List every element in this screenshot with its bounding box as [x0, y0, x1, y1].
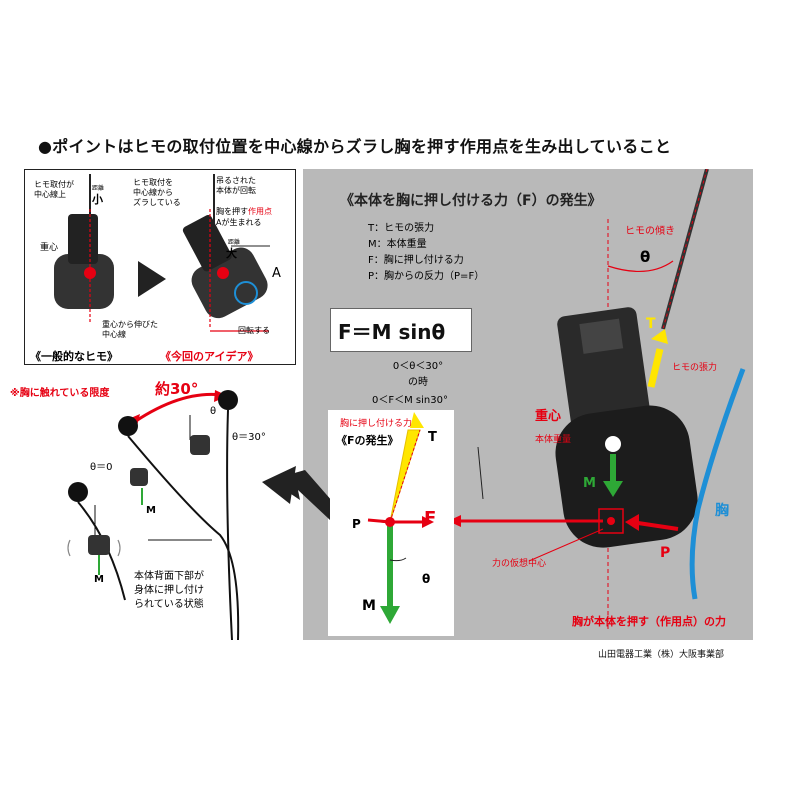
distance-label-normal: 距離	[92, 185, 105, 192]
fd-p: P	[352, 517, 361, 531]
condition-range: 0＜θ＜30°	[392, 361, 444, 372]
head-1	[118, 416, 138, 436]
label-rotate: 吊るされた 本体が回転	[216, 176, 256, 195]
label-string-center: ヒモ取付が 中心線上	[34, 180, 74, 199]
legend-m: M：本体重量	[368, 239, 427, 250]
point-a-circle	[234, 281, 258, 305]
rotate-label: 回転する	[238, 326, 270, 335]
legend-p: P：胸からの反力（P=F）	[368, 271, 485, 282]
theta-arc-small	[389, 557, 407, 562]
lamp-top-normal	[68, 214, 98, 264]
fd-t: T	[428, 430, 437, 445]
label-action-1: 胸を押す	[216, 207, 248, 216]
legend-t: T：ヒモの張力	[368, 223, 435, 234]
chest-push-label: 胸が本体を押す（作用点）の力	[572, 615, 726, 628]
dashed-line	[389, 429, 421, 523]
distance-value-idea: 大	[226, 247, 237, 260]
theta-label: θ	[640, 248, 651, 266]
force-diagram	[367, 412, 434, 624]
label-action-2: 作用点	[248, 207, 272, 216]
gravity-center-dot	[605, 436, 621, 452]
label-offset: ヒモ取付を 中心線から ズラしている	[133, 178, 181, 207]
virtual-center-label: 力の仮想中心	[492, 559, 547, 569]
leader-formula	[477, 446, 484, 500]
lamp-body-normal	[54, 254, 114, 309]
push-label: 胸に押し付ける力	[340, 419, 413, 429]
p-label: P	[660, 545, 671, 561]
conditions: 0＜θ＜30° の時	[368, 359, 468, 391]
sway-left	[67, 539, 71, 557]
force-panel-illustration	[448, 169, 746, 629]
fd-f: F	[424, 508, 437, 529]
credit: 山田電器工業（株）大阪事業部	[598, 650, 725, 660]
lamp-small-1	[190, 435, 210, 455]
body-line-2	[127, 435, 240, 641]
center-line-label: 重心から伸びた 中心線	[102, 320, 158, 339]
m-label-1: M	[146, 505, 156, 516]
origin-dot	[385, 517, 395, 527]
condition-result: 0＜F＜M sin30°	[372, 395, 448, 406]
formula-box	[330, 308, 472, 352]
tension-label: ヒモの張力	[672, 363, 718, 373]
body-illustration	[67, 390, 330, 641]
fd-theta: θ	[422, 572, 431, 586]
head-3	[68, 482, 88, 502]
body-line-1	[226, 409, 233, 641]
legend: T：ヒモの張力 M：本体重量 F：胸に押し付ける力 P：胸からの反力（P=F）	[368, 221, 484, 285]
point-a-label: A	[272, 266, 281, 281]
string-tilt-label: ヒモの傾き	[625, 226, 675, 237]
tension-arrow	[647, 348, 664, 388]
p-arrow	[637, 521, 679, 531]
chest-label: 胸	[715, 503, 729, 519]
comparison-illustration	[54, 174, 270, 332]
label-action: 胸を押す作用点	[216, 207, 272, 217]
leader-virtual	[528, 528, 604, 562]
limit-label: ※胸に触れている限度	[10, 388, 110, 399]
force-panel-title: 《本体を胸に押し付ける力（F）の発生》	[340, 193, 602, 209]
gravity-dot-idea	[217, 267, 229, 279]
about-30-label: 約30°	[155, 380, 199, 398]
state-label: 本体背面下部が 身体に押し付け られている状態	[134, 571, 204, 610]
head-2	[218, 390, 238, 410]
theta-arc	[607, 260, 674, 273]
lamp-body	[555, 307, 698, 548]
gravity-label: 重心	[535, 409, 562, 424]
theta-30-label: θ＝30°	[232, 432, 266, 443]
formula: F＝M sinθ	[338, 320, 446, 344]
gravity-label-normal: 重心	[40, 243, 59, 253]
theta-small-label: θ	[210, 406, 217, 417]
condition-when: の時	[408, 377, 428, 388]
label-action-3: Aが生まれる	[216, 218, 262, 227]
distance-value-normal: 小	[92, 193, 103, 206]
m-label-2: M	[94, 574, 104, 585]
arrow-right-icon	[138, 261, 166, 297]
chest-curve	[689, 368, 746, 600]
legend-f: F：胸に押し付ける力	[368, 255, 464, 266]
headline: ●ポイントはヒモの取付位置を中心線からズラし胸を押す作用点を生み出していること	[38, 137, 672, 156]
t-label: T	[646, 316, 656, 332]
distance-label-idea: 距離	[228, 239, 241, 246]
sway-right	[117, 539, 121, 557]
lamp-small-2	[130, 468, 148, 486]
caption-normal: 《一般的なヒモ》	[30, 350, 118, 363]
caption-idea: 《今回のアイデア》	[160, 350, 259, 363]
limit-arc	[129, 392, 223, 427]
lamp-small-3	[88, 535, 110, 555]
theta-0-label: θ＝0	[90, 462, 113, 473]
origin-label: 《Fの発生》	[336, 434, 399, 447]
weight-label: 本体重量	[535, 435, 572, 445]
gravity-dot-normal	[84, 267, 96, 279]
fd-m: M	[362, 598, 376, 614]
m-label: M	[583, 476, 596, 491]
